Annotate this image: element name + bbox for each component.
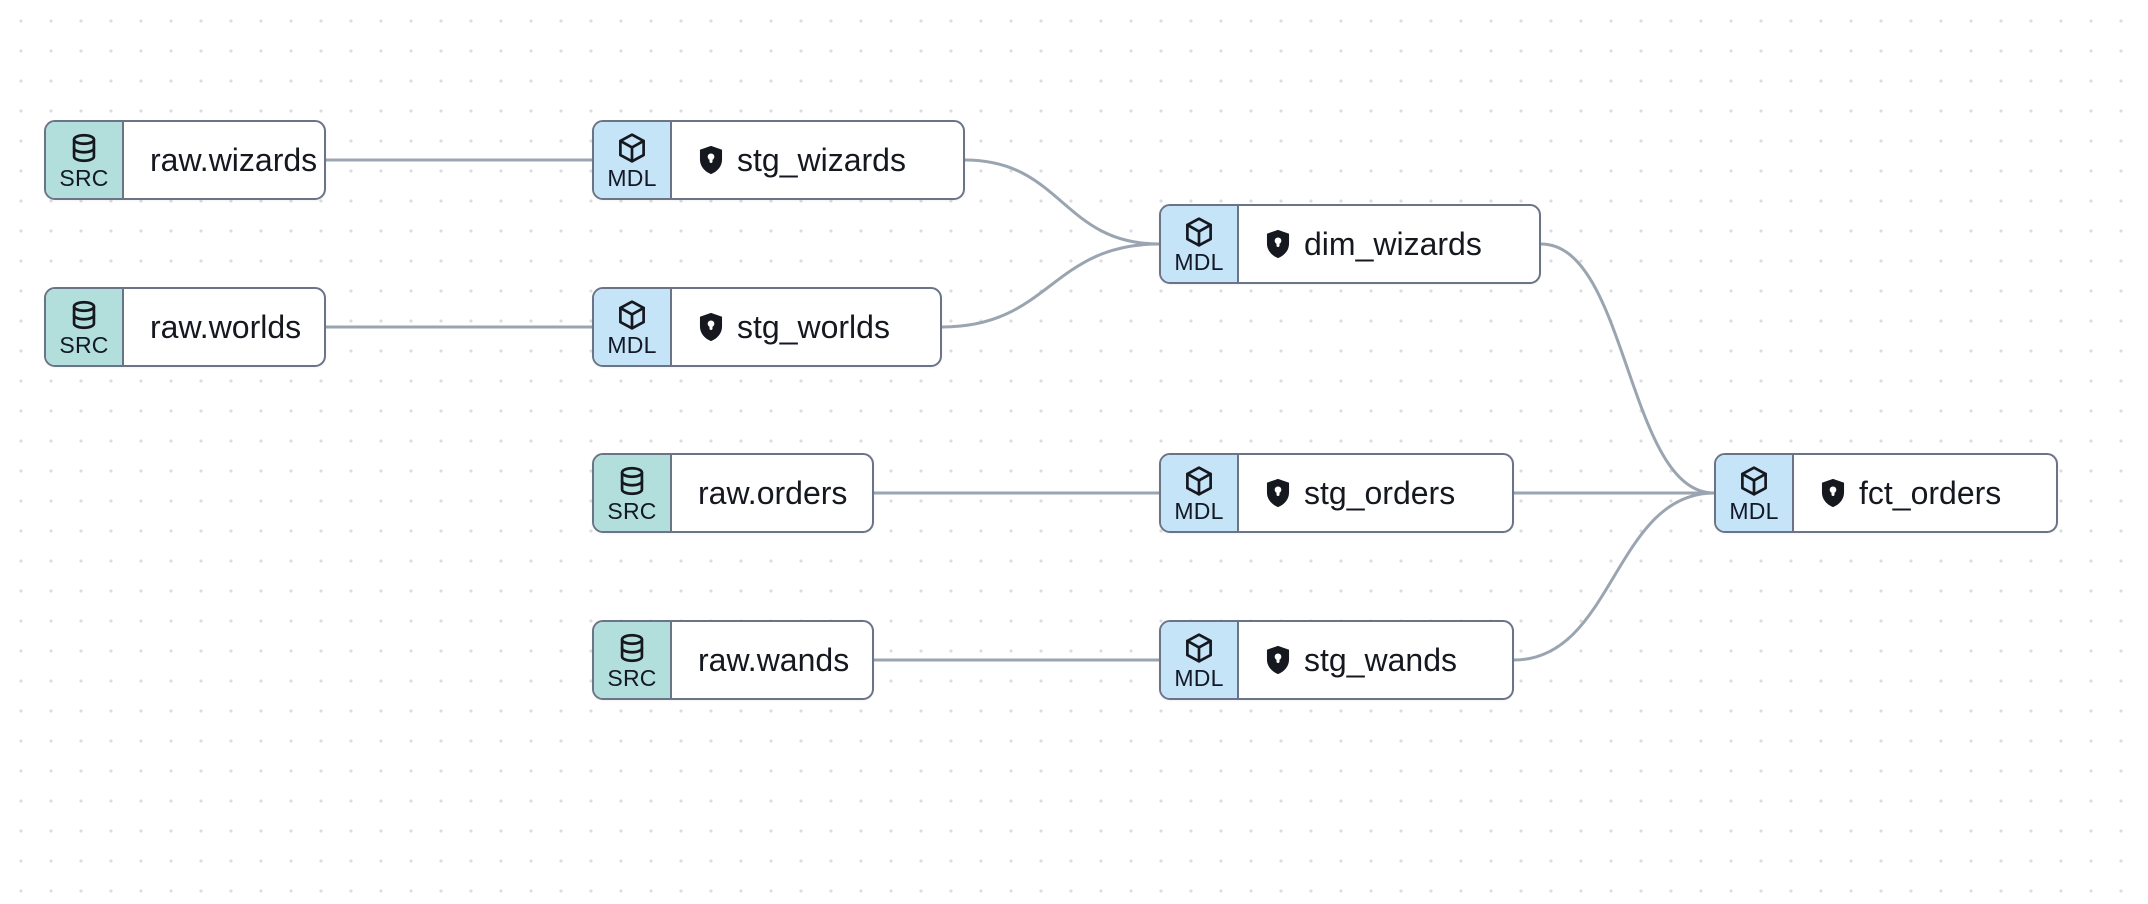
node-type-badge-mdl: MDL — [594, 122, 672, 198]
node-label: stg_wands — [1304, 642, 1457, 678]
node-type-badge-mdl: MDL — [1161, 622, 1239, 698]
node-type-badge-mdl: MDL — [1716, 455, 1794, 531]
shield-lock-icon — [1265, 478, 1291, 508]
lineage-node-raw_orders[interactable]: SRC raw.orders — [592, 453, 874, 533]
lineage-node-dim_wizards[interactable]: MDL dim_wizards — [1159, 204, 1541, 284]
database-icon — [615, 464, 649, 498]
node-type-label: MDL — [1174, 664, 1224, 691]
node-type-label: SRC — [59, 331, 109, 358]
cube-icon — [615, 298, 649, 332]
node-type-badge-mdl: MDL — [1161, 455, 1239, 531]
lineage-edge — [963, 158, 1161, 246]
shield-lock-icon — [698, 145, 724, 175]
database-icon — [67, 131, 101, 165]
database-icon — [67, 298, 101, 332]
node-type-label: SRC — [59, 164, 109, 191]
lineage-node-stg_wands[interactable]: MDL stg_wands — [1159, 620, 1514, 700]
node-type-badge-mdl: MDL — [1161, 206, 1239, 282]
cube-icon — [1182, 631, 1216, 665]
node-body[interactable]: stg_wands — [1239, 622, 1512, 698]
lineage-node-stg_wizards[interactable]: MDL stg_wizards — [592, 120, 965, 200]
node-label: stg_wizards — [737, 142, 906, 178]
node-label: fct_orders — [1859, 475, 2002, 511]
node-label: stg_worlds — [737, 309, 890, 345]
node-type-badge-src: SRC — [594, 455, 672, 531]
node-label: raw.orders — [698, 475, 848, 511]
node-type-label: MDL — [1729, 497, 1779, 524]
node-body[interactable]: dim_wizards — [1239, 206, 1539, 282]
node-type-label: MDL — [1174, 248, 1224, 275]
cube-icon — [1182, 215, 1216, 249]
lineage-node-raw_wizards[interactable]: SRC raw.wizards — [44, 120, 326, 200]
node-body[interactable]: raw.orders — [672, 455, 872, 531]
node-label: dim_wizards — [1304, 226, 1482, 262]
lineage-edge — [1539, 242, 1716, 495]
cube-icon — [1182, 464, 1216, 498]
node-type-badge-mdl: MDL — [594, 289, 672, 365]
lineage-node-stg_worlds[interactable]: MDL stg_worlds — [592, 287, 942, 367]
node-label: raw.worlds — [150, 309, 302, 345]
node-body[interactable]: stg_worlds — [672, 289, 940, 365]
lineage-edge — [940, 242, 1161, 329]
node-type-badge-src: SRC — [46, 122, 124, 198]
lineage-node-fct_orders[interactable]: MDL fct_orders — [1714, 453, 2058, 533]
node-body[interactable]: raw.wands — [672, 622, 872, 698]
node-label: stg_orders — [1304, 475, 1456, 511]
node-type-label: MDL — [1174, 497, 1224, 524]
cube-icon — [1737, 464, 1771, 498]
shield-lock-icon — [1265, 229, 1291, 259]
node-type-badge-src: SRC — [594, 622, 672, 698]
node-type-label: MDL — [607, 164, 657, 191]
node-type-label: MDL — [607, 331, 657, 358]
shield-lock-icon — [698, 312, 724, 342]
lineage-node-raw_worlds[interactable]: SRC raw.worlds — [44, 287, 326, 367]
shield-lock-icon — [1820, 478, 1846, 508]
node-label: raw.wands — [698, 642, 850, 678]
database-icon — [615, 631, 649, 665]
shield-lock-icon — [1265, 645, 1291, 675]
node-type-badge-src: SRC — [46, 289, 124, 365]
node-body[interactable]: raw.wizards — [124, 122, 324, 198]
node-type-label: SRC — [607, 664, 657, 691]
lineage-edge — [1512, 491, 1716, 662]
node-body[interactable]: fct_orders — [1794, 455, 2056, 531]
node-label: raw.wizards — [150, 142, 318, 178]
cube-icon — [615, 131, 649, 165]
lineage-node-stg_orders[interactable]: MDL stg_orders — [1159, 453, 1514, 533]
node-type-label: SRC — [607, 497, 657, 524]
node-body[interactable]: raw.worlds — [124, 289, 324, 365]
lineage-node-raw_wands[interactable]: SRC raw.wands — [592, 620, 874, 700]
node-body[interactable]: stg_wizards — [672, 122, 963, 198]
node-body[interactable]: stg_orders — [1239, 455, 1512, 531]
